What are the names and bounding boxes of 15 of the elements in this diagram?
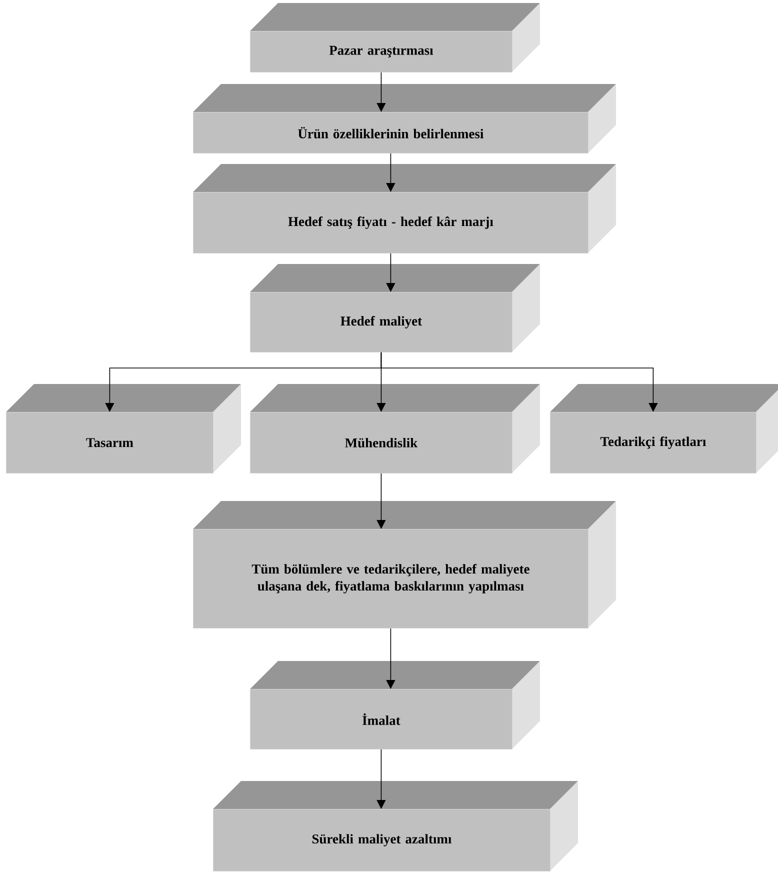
- arrow: [386, 628, 396, 689]
- process-box: Pazar araştırması: [250, 3, 540, 72]
- process-box: İmalat: [250, 661, 540, 750]
- arrow: [386, 253, 396, 292]
- process-box: Tedarikçi fiyatları: [550, 384, 778, 474]
- arrow: [380, 352, 658, 412]
- process-box: Hedef satış fiyatı - hedef kâr marjı: [193, 164, 616, 254]
- process-box: Ürün özelliklerinin belirlenmesi: [193, 84, 616, 154]
- arrow: [376, 72, 386, 112]
- process-box: Sürekli maliyet azaltımı: [213, 781, 578, 872]
- process-box: Mühendislik: [250, 384, 540, 474]
- process-box: Tasarım: [6, 384, 241, 474]
- process-box: Hedef maliyet: [250, 264, 540, 352]
- process-box: Tüm bölümlere ve tedarikçilere, hedef maliyete ulaşana dek, fiyatlama baskılarının yapılması: [193, 501, 616, 628]
- arrow: [386, 153, 396, 192]
